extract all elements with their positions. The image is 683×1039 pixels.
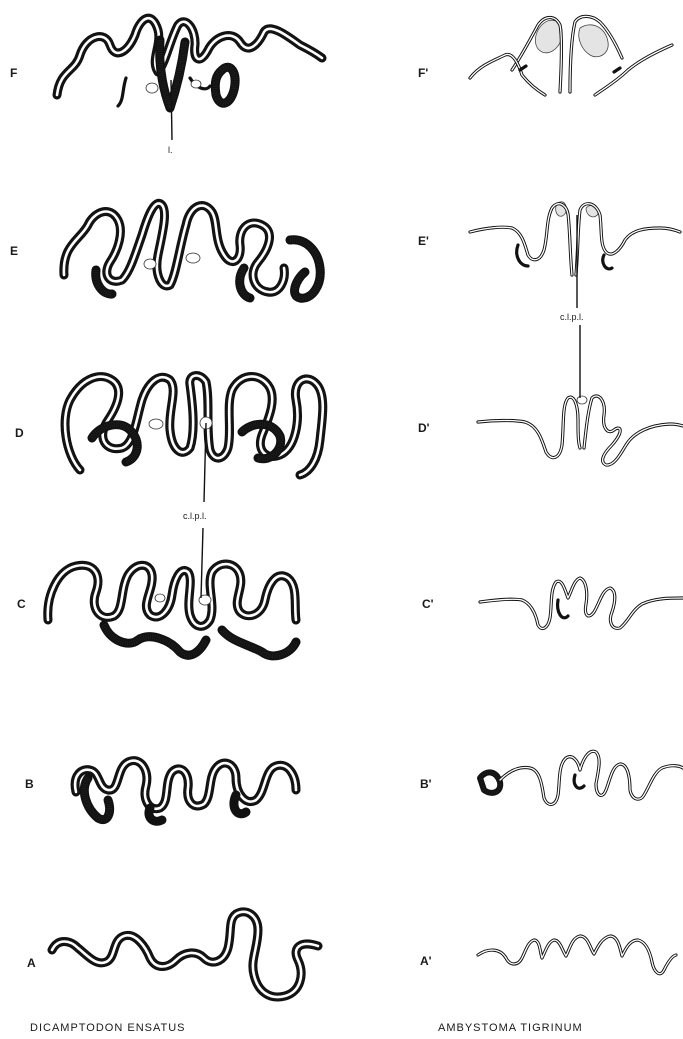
stage-label-f-prime: F' (418, 66, 428, 80)
stage-label-e: E (10, 244, 18, 258)
section-a-prime (478, 936, 676, 974)
section-f-prime (470, 16, 672, 95)
caption-ambystoma: AMBYSTOMA TIGRINUM (438, 1022, 583, 1034)
stage-label-a-prime: A' (420, 954, 432, 968)
stage-label-f: F (10, 66, 17, 80)
section-b (75, 761, 296, 822)
section-c (48, 564, 296, 656)
stage-label-d: D (15, 426, 24, 440)
stage-label-b: B (25, 777, 34, 791)
section-c-prime (480, 578, 683, 629)
section-a (52, 912, 318, 997)
section-b-prime (480, 751, 683, 804)
annotation-clpl-left: c.l.p.l. (183, 511, 207, 521)
annotation-clpl-right: c.l.p.l. (560, 312, 584, 322)
stage-label-e-prime: E' (418, 234, 429, 248)
stage-label-c-prime: C' (422, 597, 434, 611)
stage-label-b-prime: B' (420, 777, 432, 791)
clpl-left-leader-bottom (201, 528, 203, 598)
caption-dicamptodon: DICAMPTODON ENSATUS (30, 1022, 186, 1034)
section-d (65, 376, 323, 475)
stage-label-c: C (17, 597, 26, 611)
stage-label-d-prime: D' (418, 421, 430, 435)
section-e (64, 203, 320, 298)
section-f (57, 18, 322, 108)
annotation-l: l. (168, 145, 173, 155)
stage-label-a: A (27, 956, 36, 970)
section-e-prime (470, 202, 680, 275)
l-leader-line (171, 80, 172, 140)
section-d-prime (478, 396, 683, 465)
